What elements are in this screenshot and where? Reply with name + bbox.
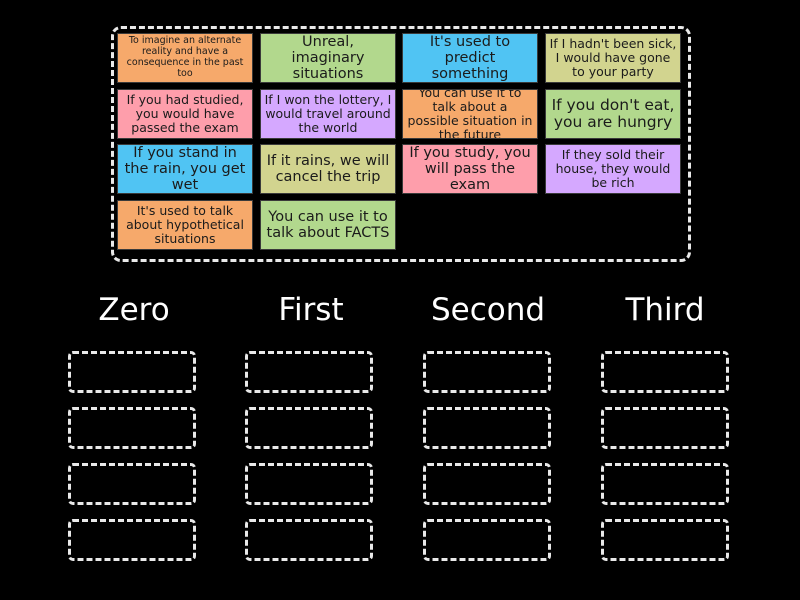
answer-tile[interactable]: If you stand in the rain, you get wet [117, 144, 253, 194]
answer-tile[interactable]: It's used to predict something [402, 33, 538, 83]
answer-tile[interactable]: If you had studied, you would have passe… [117, 89, 253, 139]
drop-slot-second[interactable] [423, 407, 551, 449]
drop-slot-third[interactable] [601, 463, 729, 505]
category-title-zero: Zero [98, 292, 170, 328]
drop-slot-first[interactable] [245, 351, 373, 393]
answer-tile[interactable]: To imagine an alternate reality and have… [117, 33, 253, 83]
drop-slot-zero[interactable] [68, 351, 196, 393]
drop-slot-second[interactable] [423, 463, 551, 505]
category-title-second: Second [430, 292, 546, 328]
drop-slot-second[interactable] [423, 351, 551, 393]
answer-tile[interactable]: If I won the lottery, I would travel aro… [260, 89, 396, 139]
drop-slot-second[interactable] [423, 519, 551, 561]
tile-pool: To imagine an alternate reality and have… [111, 26, 691, 262]
drop-slot-third[interactable] [601, 351, 729, 393]
answer-tile[interactable]: If I hadn't been sick, I would have gone… [545, 33, 681, 83]
answer-tile[interactable]: If you study, you will pass the exam [402, 144, 538, 194]
answer-tile[interactable]: You can use it to talk about a possible … [402, 89, 538, 139]
drop-slot-third[interactable] [601, 407, 729, 449]
answer-tile[interactable]: Unreal, imaginary situations [260, 33, 396, 83]
drop-slot-zero[interactable] [68, 463, 196, 505]
answer-tile[interactable]: If they sold their house, they would be … [545, 144, 681, 194]
drop-slot-zero[interactable] [68, 519, 196, 561]
drop-slot-zero[interactable] [68, 407, 196, 449]
answer-tile[interactable]: It's used to talk about hypothetical sit… [117, 200, 253, 250]
drop-slot-third[interactable] [601, 519, 729, 561]
drop-slot-first[interactable] [245, 519, 373, 561]
drop-slot-first[interactable] [245, 463, 373, 505]
answer-tile[interactable]: You can use it to talk about FACTS [260, 200, 396, 250]
answer-tile[interactable]: If it rains, we will cancel the trip [260, 144, 396, 194]
answer-tile[interactable]: If you don't eat, you are hungry [545, 89, 681, 139]
category-title-third: Third [625, 292, 705, 328]
drop-slot-first[interactable] [245, 407, 373, 449]
category-title-first: First [278, 292, 344, 328]
